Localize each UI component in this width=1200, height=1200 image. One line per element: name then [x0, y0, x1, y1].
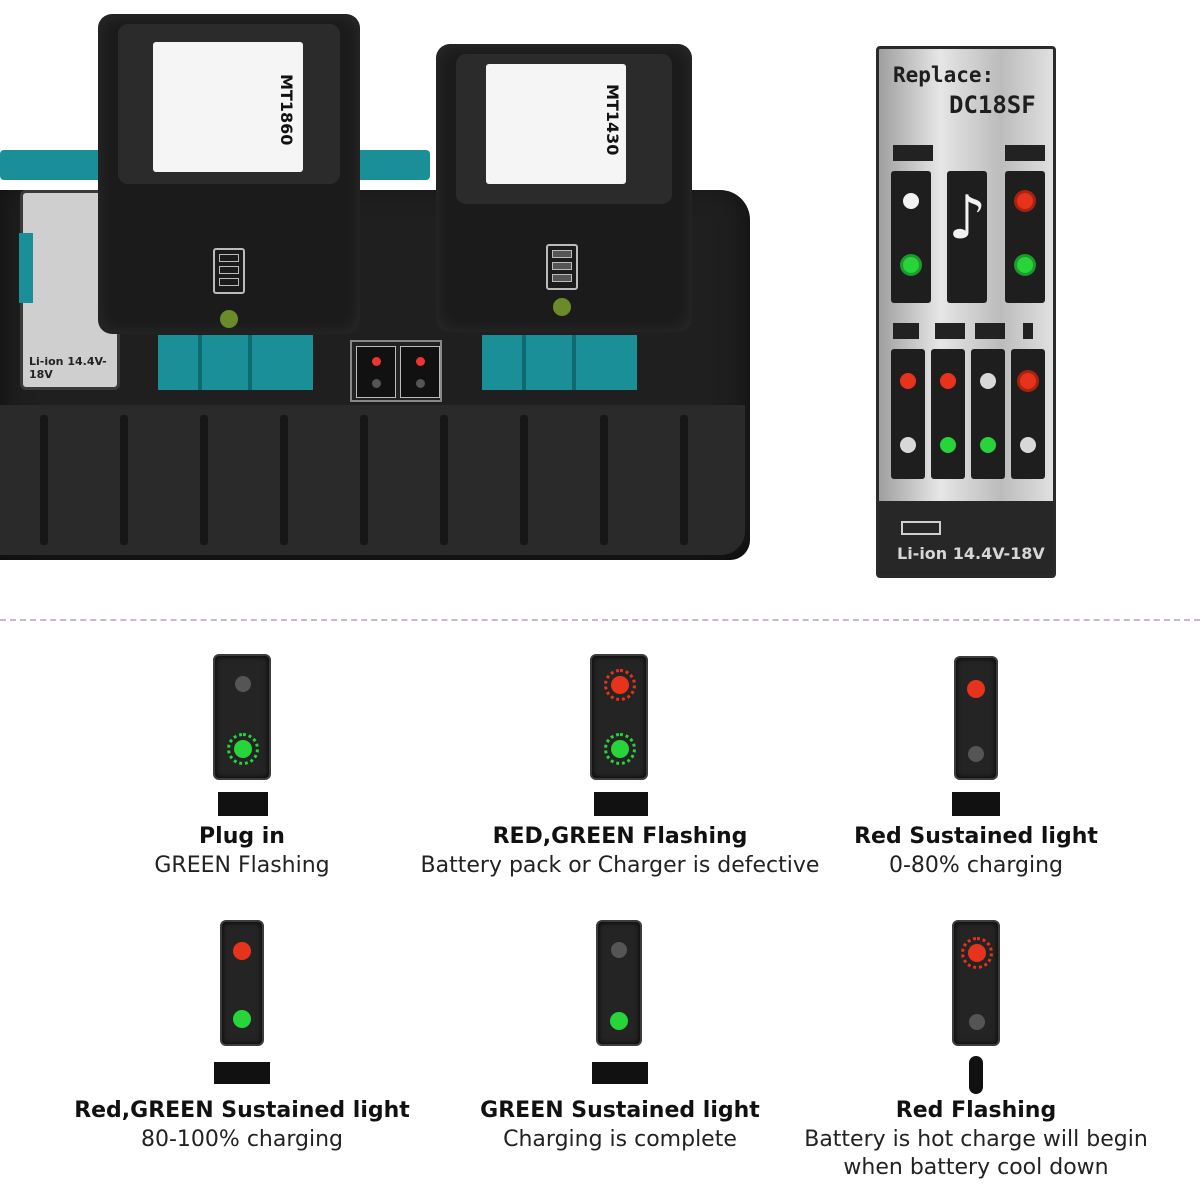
mini-panel-label: Li-ion 14.4V-18V [29, 355, 107, 381]
legend-item-red-sustained: Red Sustained light 0-80% charging [776, 654, 1176, 884]
legend-item-red-flashing: Red Flashing Battery is hot charge will … [776, 920, 1176, 1180]
legend-desc-line2: when battery cool down [843, 1155, 1109, 1180]
plug-icon [218, 792, 268, 816]
battery-right: MT1430 [436, 44, 692, 332]
broken-plug-icon [594, 792, 648, 816]
panel-slot [891, 171, 931, 303]
legend-title: Red Sustained light [854, 824, 1098, 849]
battery-icon [901, 521, 941, 535]
charger-slot-pad [158, 335, 313, 390]
charger-rib [120, 415, 128, 545]
battery-right-model: MT1430 [603, 84, 622, 156]
indicator-lamp [596, 920, 642, 1046]
charger-rib [200, 415, 208, 545]
broken-plug-icon [1005, 145, 1045, 161]
battery-left-model: MT1860 [277, 74, 296, 146]
panel-slot [891, 349, 925, 479]
panel-music-slot [947, 171, 987, 303]
panel-slot [931, 349, 965, 479]
charger-rib [440, 415, 448, 545]
charger-photo: Li-ion 14.4V-18V MT1860 MT1430 [0, 0, 840, 600]
charger-label-panel: Replace: DC18SF Li-ion 14.4V-18V [876, 46, 1056, 578]
legend-desc: Battery pack or Charger is defective [420, 853, 820, 878]
charger-rib [360, 415, 368, 545]
battery-full-icon [592, 1062, 648, 1084]
panel-title: Replace: [893, 63, 995, 87]
charger-rib [680, 415, 688, 545]
legend-desc: 80-100% charging [141, 1127, 343, 1152]
panel-voltage: Li-ion 14.4V-18V [897, 544, 1045, 563]
legend-title: Plug in [199, 824, 285, 849]
battery-left: MT1860 [98, 14, 360, 334]
battery-charging-icon [893, 323, 919, 339]
panel-footer: Li-ion 14.4V-18V [879, 501, 1053, 575]
panel-slot [971, 349, 1005, 479]
thermometer-icon [969, 1056, 983, 1094]
legend-title: RED,GREEN Flashing [492, 824, 748, 849]
legend-desc: 0-80% charging [889, 853, 1063, 878]
charger-rib [520, 415, 528, 545]
legend-item-plug-in: Plug in GREEN Flashing [42, 654, 442, 884]
legend-desc: Charging is complete [503, 1127, 737, 1152]
battery-check-button [553, 298, 571, 316]
charger-rib [40, 415, 48, 545]
legend-desc: GREEN Flashing [154, 853, 330, 878]
battery-full-icon [975, 323, 1005, 339]
battery-check-button [220, 310, 238, 328]
plug-icon [893, 145, 933, 161]
charger-rib [280, 415, 288, 545]
legend-item-red-green-sustained: Red,GREEN Sustained light 80-100% chargi… [42, 920, 442, 1160]
battery-three-quarter-icon [935, 323, 965, 339]
legend-item-green-sustained: GREEN Sustained light Charging is comple… [420, 920, 820, 1160]
legend-title: Red,GREEN Sustained light [74, 1098, 410, 1123]
music-note-icon: ♪ [948, 183, 987, 253]
indicator-lamp [954, 656, 998, 780]
legend-title: Red Flashing [895, 1098, 1057, 1123]
legend-desc: Battery is hot charge will begin [804, 1127, 1148, 1152]
indicator-lamp [590, 654, 648, 780]
section-divider [0, 619, 1200, 621]
charger-rib [600, 415, 608, 545]
thermometer-icon [1023, 323, 1033, 339]
battery-three-quarter-icon [214, 1062, 270, 1084]
panel-slot [1011, 349, 1045, 479]
charger-front [0, 405, 745, 555]
indicator-lamp [220, 920, 264, 1046]
legend-item-defective: RED,GREEN Flashing Battery pack or Charg… [420, 654, 820, 884]
battery-charging-icon [952, 792, 1000, 816]
slot-indicator-lights [350, 340, 442, 402]
charger-slot-pad [482, 335, 637, 390]
indicator-lamp [213, 654, 271, 780]
panel-slot [1005, 171, 1045, 303]
legend-title: GREEN Sustained light [480, 1098, 760, 1123]
panel-model: DC18SF [949, 91, 1036, 119]
indicator-lamp [952, 920, 1000, 1046]
